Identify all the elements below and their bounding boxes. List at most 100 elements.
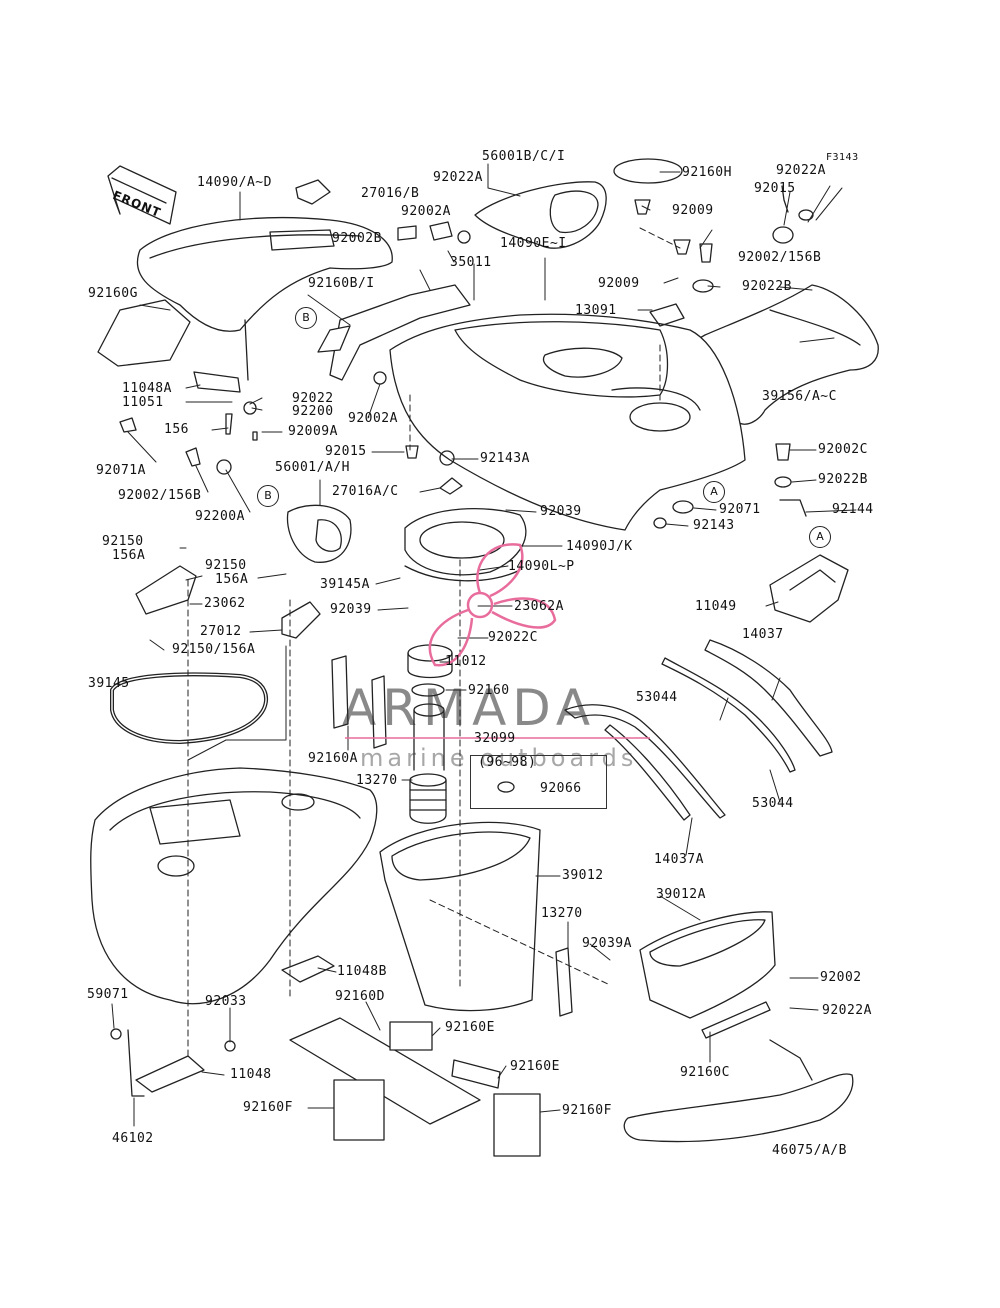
part-label: 14037A <box>654 852 704 867</box>
part-label: 92160E <box>510 1059 560 1074</box>
part-label: 92039 <box>540 504 582 519</box>
part-label: 92022A <box>433 170 483 185</box>
part-label: 39156/A~C <box>762 389 837 404</box>
part-label: 14090L~P <box>508 559 575 574</box>
part-label: 156A <box>215 572 249 587</box>
part-label: 92022 <box>292 391 334 406</box>
part-label: 32099 <box>474 731 516 746</box>
part-label: 92160C <box>680 1065 730 1080</box>
part-label: 39145 <box>88 676 130 691</box>
part-label: 92144 <box>832 502 874 517</box>
callout-circle: B <box>257 485 279 507</box>
part-label: 56001/A/H <box>275 460 350 475</box>
part-label: 59071 <box>87 987 129 1002</box>
hatch-lid-shape <box>404 507 527 582</box>
watermark-name: ARMADA <box>342 679 597 737</box>
part-label: 156 <box>164 422 189 437</box>
part-label: 39012 <box>562 868 604 883</box>
part-label: 46075/A/B <box>772 1143 847 1158</box>
headlight-lens-shape <box>474 181 607 249</box>
part-label: 92071A <box>96 463 146 478</box>
part-label: 39012A <box>656 887 706 902</box>
part-label: 92033 <box>205 994 247 1009</box>
main-deck-shape <box>389 313 746 531</box>
bracket-shape <box>193 371 241 393</box>
bracket-23062-shape <box>135 565 197 615</box>
small-bin-shape <box>639 911 776 1019</box>
part-label: 92160F <box>562 1103 612 1118</box>
part-label: 92002A <box>401 204 451 219</box>
part-label: 92066 <box>540 781 582 796</box>
part-label: 92160G <box>88 286 138 301</box>
part-label: 92160B/I <box>308 276 375 291</box>
handle-rails-shape <box>564 639 833 821</box>
part-label: 92039A <box>582 936 632 951</box>
part-label: 13091 <box>575 303 617 318</box>
part-label: 92143 <box>693 518 735 533</box>
callout-circle: A <box>703 481 725 503</box>
part-label: 23062A <box>514 599 564 614</box>
part-label: (96~98) <box>478 755 537 770</box>
part-label: 92002/156B <box>118 488 202 503</box>
callout-circle: A <box>809 526 831 548</box>
part-label: 35011 <box>450 255 492 270</box>
part-label: 11048B <box>337 964 387 979</box>
part-label: 92143A <box>480 451 530 466</box>
part-label: 92160 <box>468 683 510 698</box>
bumper-shape <box>623 1073 854 1143</box>
part-label: 11012 <box>445 654 487 669</box>
part-label: 92200A <box>195 509 245 524</box>
pad-shape <box>97 299 191 367</box>
part-label: 13270 <box>541 906 583 921</box>
part-label: 92015 <box>325 444 367 459</box>
part-label: 92200 <box>292 404 334 419</box>
pad-oval-shape <box>613 158 683 184</box>
part-label: 39145A <box>320 577 370 592</box>
front-arrow-icon <box>107 165 177 225</box>
part-label: 92002C <box>818 442 868 457</box>
part-label: 14090J/K <box>566 539 633 554</box>
part-label: 14090E~I <box>500 236 567 251</box>
part-label: 92160H <box>682 165 732 180</box>
part-label: 92022C <box>488 630 538 645</box>
part-label: 92002 <box>820 970 862 985</box>
clip-27012-shape <box>281 601 321 639</box>
part-label: 27012 <box>200 624 242 639</box>
part-label: 11048A <box>122 381 172 396</box>
strip-shape <box>331 655 349 729</box>
part-label: 92009 <box>598 276 640 291</box>
part-label: 92022A <box>776 163 826 178</box>
part-label: 53044 <box>636 690 678 705</box>
part-label: 92009A <box>288 424 338 439</box>
front-hood-shape <box>136 216 393 381</box>
armada-logo-icon <box>428 543 557 667</box>
part-label: 156A <box>112 548 146 563</box>
side-rail-shape <box>317 284 471 381</box>
part-label: 92015 <box>754 181 796 196</box>
part-label: 11051 <box>122 395 164 410</box>
part-label: 92150/156A <box>172 642 256 657</box>
year-note-box <box>470 755 607 809</box>
part-label: 23062 <box>204 596 246 611</box>
callout-circle: B <box>295 307 317 329</box>
part-label: 13270 <box>356 773 398 788</box>
watermark-tagline: marine outboards <box>360 744 638 772</box>
part-label: 92071 <box>719 502 761 517</box>
part-label: 92150 <box>205 558 247 573</box>
fasteners-shapes <box>119 185 814 529</box>
latch-shape <box>295 179 331 205</box>
filler-neck-shape <box>407 644 453 824</box>
part-label: 92002B <box>332 231 382 246</box>
part-label: 53044 <box>752 796 794 811</box>
part-label: 11049 <box>695 599 737 614</box>
part-label: 92022A <box>822 1003 872 1018</box>
headlight-lens-lower-shape <box>286 504 352 563</box>
part-label: 92150 <box>102 534 144 549</box>
part-label: 92022B <box>742 279 792 294</box>
part-label: 92002/156B <box>738 250 822 265</box>
part-label: 92022B <box>818 472 868 487</box>
bracket-11049-shape <box>769 554 849 623</box>
part-label: 92160A <box>308 751 358 766</box>
